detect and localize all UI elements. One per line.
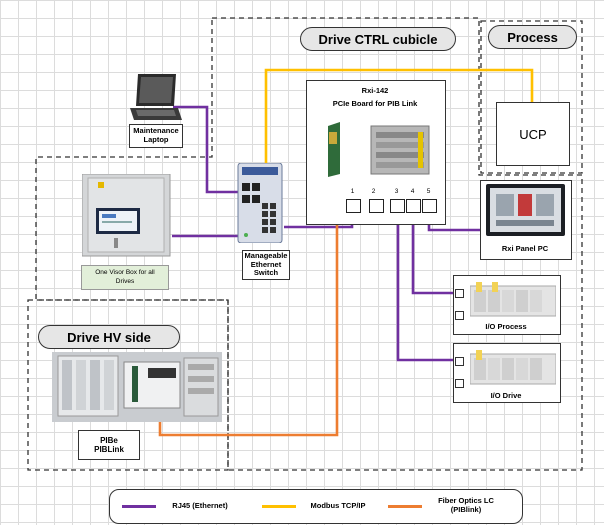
rj45-wire-laptop (173, 105, 244, 194)
port-4 (406, 199, 421, 213)
rxi-board-title-1: Rxi-142 (361, 86, 389, 95)
io-drive-module-icon (469, 348, 557, 386)
fiber-wire (158, 150, 339, 437)
legend-rj45-label: RJ45 (Ethernet) (172, 501, 228, 510)
drive-hv-zone-title: Drive HV side (38, 325, 180, 349)
legend-rj45-swatch (122, 505, 156, 508)
rj45-wire-port4 (411, 208, 453, 295)
io-drive-label: I/O Drive (490, 391, 522, 400)
drive-ctrl-zone-title: Drive CTRL cubicle (300, 27, 456, 51)
rxi-board-title-2: PCIe Board for PIB Link (332, 99, 418, 108)
ucp-label: UCP (519, 126, 547, 142)
legend-fiber-swatch (388, 505, 422, 508)
port-5 (422, 199, 437, 213)
laptop-label: Maintenance Laptop (129, 124, 183, 148)
drive-hv-zone-border (27, 299, 229, 471)
rj45-wire-port3 (396, 208, 453, 362)
port-strip: 1 2 3 4 5 (342, 188, 442, 218)
visor-box-icon (81, 173, 172, 262)
ethernet-switch-icon (236, 162, 284, 244)
port-1-number: 1 (350, 188, 355, 195)
port-2 (369, 199, 384, 213)
legend: RJ45 (Ethernet) Modbus TCP/IP Fiber Opti… (109, 489, 523, 524)
legend-fiber-label: Fiber Optics LC (PIBlink) (438, 496, 494, 514)
io-process-label: I/O Process (485, 322, 527, 331)
pibe-label: PIBe PIBLink (78, 430, 140, 460)
port-4-number: 4 (410, 188, 415, 195)
io-drive-terminal-1 (455, 357, 464, 366)
pibe-rack-icon (52, 352, 222, 422)
io-process-module-icon (469, 280, 557, 318)
io-drive-terminal-2 (455, 379, 464, 388)
laptop-icon (130, 72, 182, 124)
visor-box-label: One Visor Box for all Drives (81, 265, 169, 290)
port-1 (346, 199, 361, 213)
port-3-number: 3 (394, 188, 399, 195)
panel-pc-icon (486, 184, 565, 236)
io-process-terminal-2 (455, 311, 464, 320)
legend-modbus-label: Modbus TCP/IP (310, 501, 366, 510)
rxi-panel-label: Rxi Panel PC (501, 244, 549, 253)
port-2-number: 2 (371, 188, 376, 195)
port-5-number: 5 (426, 188, 431, 195)
process-zone-title: Process (488, 25, 577, 49)
port-3 (390, 199, 405, 213)
modbus-wire (264, 68, 534, 163)
ucp-box: UCP (496, 102, 570, 166)
pcie-board-icon (326, 122, 431, 177)
switch-label: Manageable Ethernet Switch (242, 250, 290, 280)
legend-modbus-swatch (262, 505, 296, 508)
drive-ctrl-zone-border (35, 17, 583, 471)
io-process-terminal-1 (455, 289, 464, 298)
